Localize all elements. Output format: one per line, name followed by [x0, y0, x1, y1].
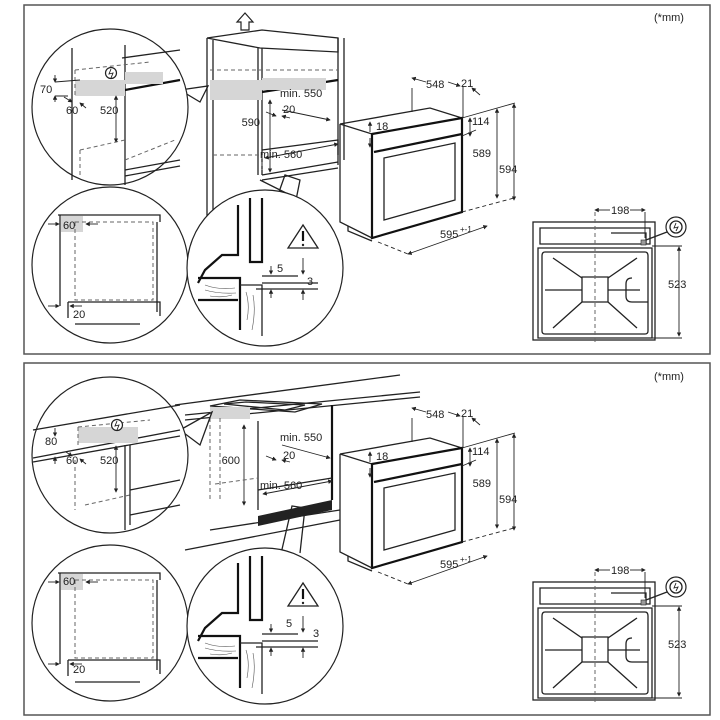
oven-depth-label: 548 — [426, 409, 444, 421]
unit-note: (*mm) — [654, 371, 684, 383]
panel-tall-cabinet: 590 min. 550 20 min. 560 70 60 520 — [23, 4, 711, 355]
countertop-illustration — [174, 374, 421, 551]
gap-b-label: 3 — [307, 276, 313, 288]
oven-side-view — [533, 210, 686, 345]
vent-depth-label: 60 — [66, 455, 78, 467]
oven-top-label: 18 — [376, 451, 388, 463]
niche-height-label: 590 — [242, 117, 260, 129]
oven-inner-height-label: 589 — [473, 478, 491, 490]
tall-cabinet-illustration — [206, 12, 345, 245]
detail-side-circle — [32, 545, 188, 701]
vent-drop-label: 520 — [100, 455, 118, 467]
panel-frame — [23, 4, 711, 355]
side-gap-label: 20 — [73, 664, 85, 676]
panel-under-counter: 600 min. 550 20 min. 560 80 60 520 60 20 — [23, 362, 711, 716]
gap-b-label: 3 — [313, 628, 319, 640]
niche-gap-label: 20 — [283, 450, 295, 462]
oven-total-height-label: 594 — [499, 494, 517, 506]
oven-illustration — [340, 408, 515, 584]
vent-depth-label: 60 — [66, 105, 78, 117]
detail-side-circle — [32, 187, 188, 343]
niche-gap-label: 20 — [283, 104, 295, 116]
oven-top-label: 18 — [376, 121, 388, 133]
detail-gap-circle — [187, 505, 343, 704]
oven-panel-label: 114 — [472, 446, 490, 458]
panel-frame — [23, 362, 711, 716]
side-offset-label: 198 — [611, 205, 629, 217]
side-gap-label: 20 — [73, 309, 85, 321]
side-height-label: 523 — [668, 279, 686, 291]
vent-drop-label: 520 — [100, 105, 118, 117]
niche-width-label: min. 560 — [260, 149, 302, 161]
side-inset-label: 60 — [63, 576, 75, 588]
up-arrow-icon — [235, 12, 255, 31]
vent-height-label: 80 — [45, 436, 57, 448]
side-height-label: 523 — [668, 639, 686, 651]
oven-width-tolerance: +-1 — [460, 225, 472, 234]
oven-width-label: 595 — [440, 229, 458, 241]
oven-panel-label: 114 — [472, 116, 490, 128]
niche-width-label: min. 560 — [260, 480, 302, 492]
oven-depth-label: 548 — [426, 79, 444, 91]
oven-total-height-label: 594 — [499, 164, 517, 176]
gap-a-label: 5 — [286, 618, 292, 630]
oven-illustration — [340, 78, 515, 254]
detail-gap-circle — [187, 174, 343, 346]
side-offset-label: 198 — [611, 565, 629, 577]
oven-door-label: 21 — [461, 78, 473, 90]
oven-door-label: 21 — [461, 408, 473, 420]
niche-height-label: 600 — [222, 455, 240, 467]
side-inset-label: 60 — [63, 220, 75, 232]
vent-height-label: 70 — [40, 84, 52, 96]
niche-depth-label: min. 550 — [280, 88, 322, 100]
unit-note: (*mm) — [654, 12, 684, 24]
oven-width-label: 595 — [440, 559, 458, 571]
gap-a-label: 5 — [277, 263, 283, 275]
oven-inner-height-label: 589 — [473, 148, 491, 160]
niche-depth-label: min. 550 — [280, 432, 322, 444]
detail-vent-circle — [31, 376, 214, 534]
oven-width-tolerance: +-1 — [460, 555, 472, 564]
detail-vent-circle — [31, 28, 210, 186]
oven-side-view — [533, 570, 686, 705]
